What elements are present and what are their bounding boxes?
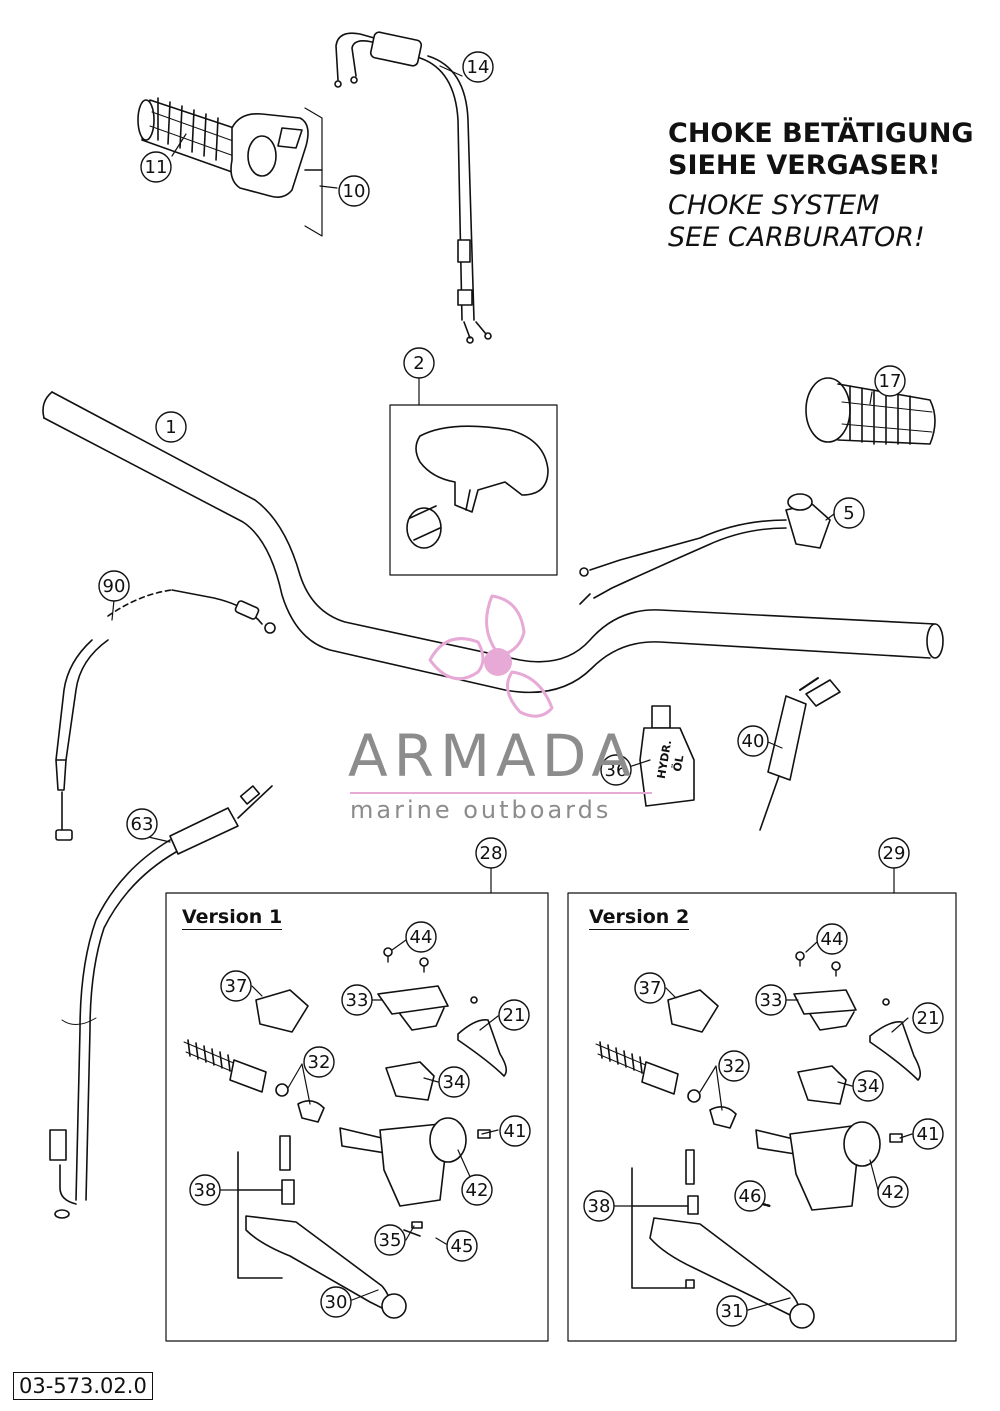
callout-36: 36 bbox=[605, 760, 628, 781]
left-grip bbox=[805, 377, 936, 445]
callout-v2-33: 33 bbox=[760, 990, 783, 1011]
callout-v2-31: 31 bbox=[721, 1301, 744, 1322]
choke-note-line2: SIEHE VERGASER! bbox=[668, 150, 941, 181]
watermark-logo-icon bbox=[428, 594, 554, 718]
callout-90: 90 bbox=[103, 576, 126, 597]
watermark-tagline: marine outboards bbox=[350, 796, 612, 824]
callout-63: 63 bbox=[131, 814, 154, 835]
watermark-rule bbox=[350, 792, 652, 794]
version-2-heading: Version 2 bbox=[589, 906, 690, 930]
choke-note-english: CHOKE SYSTEM SEE CARBURATOR! bbox=[668, 190, 925, 254]
choke-note-line1: CHOKE BETÄTIGUNG bbox=[668, 118, 974, 149]
callout-v1-21: 21 bbox=[503, 1005, 526, 1026]
callout-v1-30: 30 bbox=[325, 1292, 348, 1313]
callout-v1-41: 41 bbox=[504, 1121, 527, 1142]
choke-note-german: CHOKE BETÄTIGUNG SIEHE VERGASER! bbox=[668, 118, 974, 182]
watermark-name: ARMADA bbox=[348, 722, 638, 790]
callout-2: 2 bbox=[413, 353, 424, 374]
callout-28: 28 bbox=[480, 843, 503, 864]
callout-40: 40 bbox=[742, 731, 765, 752]
callout-11: 11 bbox=[145, 157, 168, 178]
callout-v2-32: 32 bbox=[723, 1056, 746, 1077]
callout-circles bbox=[98, 51, 944, 1327]
callout-v1-33: 33 bbox=[346, 990, 369, 1011]
oil-label-line2: ÖL bbox=[670, 754, 687, 773]
callout-v2-41: 41 bbox=[917, 1124, 940, 1145]
callout-v2-42: 42 bbox=[882, 1182, 905, 1203]
callout-14: 14 bbox=[467, 57, 490, 78]
callout-17: 17 bbox=[879, 371, 902, 392]
kill-switch bbox=[579, 493, 831, 605]
callout-v2-37: 37 bbox=[639, 978, 662, 999]
version-1-parts bbox=[183, 947, 508, 1319]
clutch-cable bbox=[55, 589, 276, 841]
hydraulic-oil-bottle bbox=[639, 705, 695, 807]
version-1-box bbox=[165, 892, 549, 1342]
throttle-grip-assembly bbox=[137, 97, 323, 237]
callout-1: 1 bbox=[165, 417, 176, 438]
callout-v1-37: 37 bbox=[225, 976, 248, 997]
callout-v2-46: 46 bbox=[739, 1186, 762, 1207]
callout-v1-35: 35 bbox=[379, 1230, 402, 1251]
callout-v1-32: 32 bbox=[308, 1052, 331, 1073]
choke-note-line3: CHOKE SYSTEM bbox=[668, 190, 880, 221]
callout-v1-44: 44 bbox=[410, 927, 433, 948]
callout-v1-42: 42 bbox=[466, 1180, 489, 1201]
hydraulic-line bbox=[49, 785, 273, 1219]
callout-29: 29 bbox=[883, 843, 906, 864]
callout-5: 5 bbox=[843, 503, 854, 524]
document-number: 03-573.02.0 bbox=[13, 1372, 153, 1400]
handlebar-pad-box bbox=[389, 404, 558, 576]
callout-v2-21: 21 bbox=[917, 1008, 940, 1029]
version-2-parts bbox=[595, 951, 922, 1329]
callout-v1-38: 38 bbox=[194, 1180, 217, 1201]
callout-v2-44: 44 bbox=[821, 929, 844, 950]
throttle-cable-assembly bbox=[334, 31, 492, 344]
bleed-syringe bbox=[759, 677, 841, 831]
callout-v2-38: 38 bbox=[588, 1196, 611, 1217]
callout-v1-45: 45 bbox=[451, 1236, 474, 1257]
handlebar bbox=[42, 391, 944, 694]
callout-10: 10 bbox=[343, 181, 366, 202]
version-1-heading: Version 1 bbox=[182, 906, 283, 930]
choke-note-line4: SEE CARBURATOR! bbox=[668, 222, 925, 253]
callout-labels: 11 10 14 2 1 17 5 90 63 36 40 28 29 44 3… bbox=[103, 57, 940, 1322]
version-2-box bbox=[567, 892, 957, 1342]
callout-v2-34: 34 bbox=[857, 1076, 880, 1097]
callout-v1-34: 34 bbox=[443, 1072, 466, 1093]
